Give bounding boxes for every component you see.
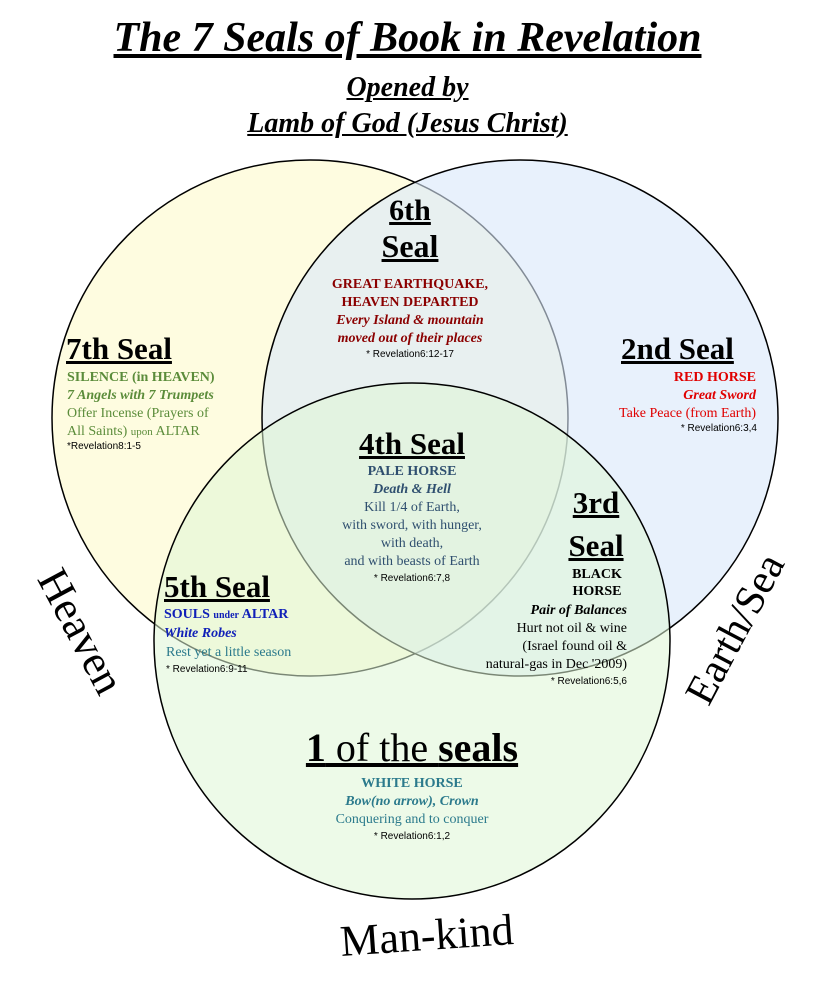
seal7-line3: Offer Incense (Prayers of [67, 406, 209, 421]
seal6-block: 6th Seal [360, 194, 460, 264]
seal3-heading-line2: Seal [568, 528, 624, 563]
subtitle-lamb-of-god: Lamb of God (Jesus Christ) [247, 108, 568, 139]
seal2-heading: 2nd Seal [621, 331, 734, 366]
seal1-heading-a: 1 [305, 725, 326, 770]
seal1-ref: * Revelation6:1,2 [373, 831, 451, 842]
seal6-line4: moved out of their places [337, 331, 483, 346]
seal4-ref: * Revelation6:7,8 [373, 573, 451, 584]
mankind-circle [153, 382, 671, 900]
seal3-text: Pair of Balances Hurt not oil & wine (Is… [486, 602, 627, 674]
seal3-line4: Hurt not oil & wine [516, 621, 627, 636]
seal7-text: SILENCE (in HEAVEN) 7 Angels with 7 Trum… [67, 369, 215, 441]
seal6-line3: Every Island & mountain [336, 313, 484, 328]
seal6-line1: GREAT EARTHQUAKE, [331, 277, 489, 292]
seal4-line6: and with beasts of Earth [344, 554, 480, 569]
seal7-line4b: upon [130, 426, 153, 438]
seal5-line1a: SOULS [164, 607, 214, 622]
seal1-heading-b: of the [325, 725, 439, 770]
seal5-line1b: under [213, 610, 239, 621]
seal4-line3: Kill 1/4 of Earth, [364, 500, 460, 515]
seal1-line3: Conquering and to conquer [335, 812, 489, 827]
seal4-text: PALE HORSE Death & Hell Kill 1/4 of Eart… [292, 463, 532, 571]
seal2-text: RED HORSE Great Sword Take Peace (from E… [619, 369, 756, 423]
seal7-line1: SILENCE (in HEAVEN) [67, 370, 215, 385]
seal5-line1c: ALTAR [238, 607, 289, 622]
seal5-line1: SOULS under ALTAR [164, 606, 288, 625]
seal5-heading: 5th Seal [164, 569, 270, 604]
seal7-line2: 7 Angels with 7 Trumpets [67, 388, 214, 403]
subtitle-opened-by: Opened by [346, 72, 469, 103]
seal1-heading: 1 of the seals [212, 728, 612, 768]
seal1-text: WHITE HORSE Bow(no arrow), Crown Conquer… [262, 775, 562, 829]
seal4-line4: with sword, with hunger, [342, 518, 482, 533]
seal3-line6: natural-gas in Dec '2009) [485, 657, 627, 672]
seal3-horse: BLACK HORSE [566, 566, 628, 600]
seal7-line4a: All Saints) [67, 424, 131, 439]
seal3-line3: Pair of Balances [530, 603, 627, 618]
page-title: The 7 Seals of Book in Revelation [113, 15, 702, 61]
seal6-heading-line1: 6th [389, 194, 431, 227]
seal4-line2: Death & Hell [373, 482, 451, 497]
seal5-line3: Rest yet a little season [166, 645, 292, 660]
seal6-line2: HEAVEN DEPARTED [341, 295, 479, 310]
seal7-heading: 7th Seal [66, 331, 172, 366]
seal7-ref: *Revelation8:1-5 [67, 441, 141, 452]
seal2-line2: Great Sword [683, 388, 756, 403]
seal6-heading-line2: Seal [381, 228, 439, 264]
seal2-ref: * Revelation6:3,4 [680, 423, 757, 434]
seal7-line4c: ALTAR [152, 424, 200, 439]
seal1-heading-c: seals [438, 725, 519, 770]
seal5-text: SOULS under ALTAR White Robes [164, 606, 288, 643]
seal3-heading-line1: 3rd [572, 485, 620, 520]
seal7-line4: All Saints) upon ALTAR [67, 423, 215, 441]
seal3-line1: BLACK [572, 567, 622, 582]
seal4-line5: with death, [380, 536, 444, 551]
seal6-ref: * Revelation6:12-17 [366, 349, 454, 360]
seal2-line3: Take Peace (from Earth) [619, 406, 756, 421]
seal4-heading: 4th Seal [359, 426, 465, 461]
seal2-line1: RED HORSE [673, 370, 756, 385]
seal5-line2: White Robes [164, 626, 237, 641]
seal3-block: 3rd Seal [556, 487, 636, 561]
seal1-line1: WHITE HORSE [361, 776, 463, 791]
seal6-text: GREAT EARTHQUAKE, HEAVEN DEPARTED Every … [300, 276, 520, 348]
seal3-ref: * Revelation6:5,6 [550, 676, 627, 687]
seal3-line2: HORSE [572, 584, 622, 599]
seal1-line2: Bow(no arrow), Crown [345, 794, 479, 809]
seal3-line5: (Israel found oil & [522, 639, 627, 654]
seal5-ref: * Revelation6:9-11 [166, 664, 248, 675]
seal4-line1: PALE HORSE [367, 464, 457, 479]
